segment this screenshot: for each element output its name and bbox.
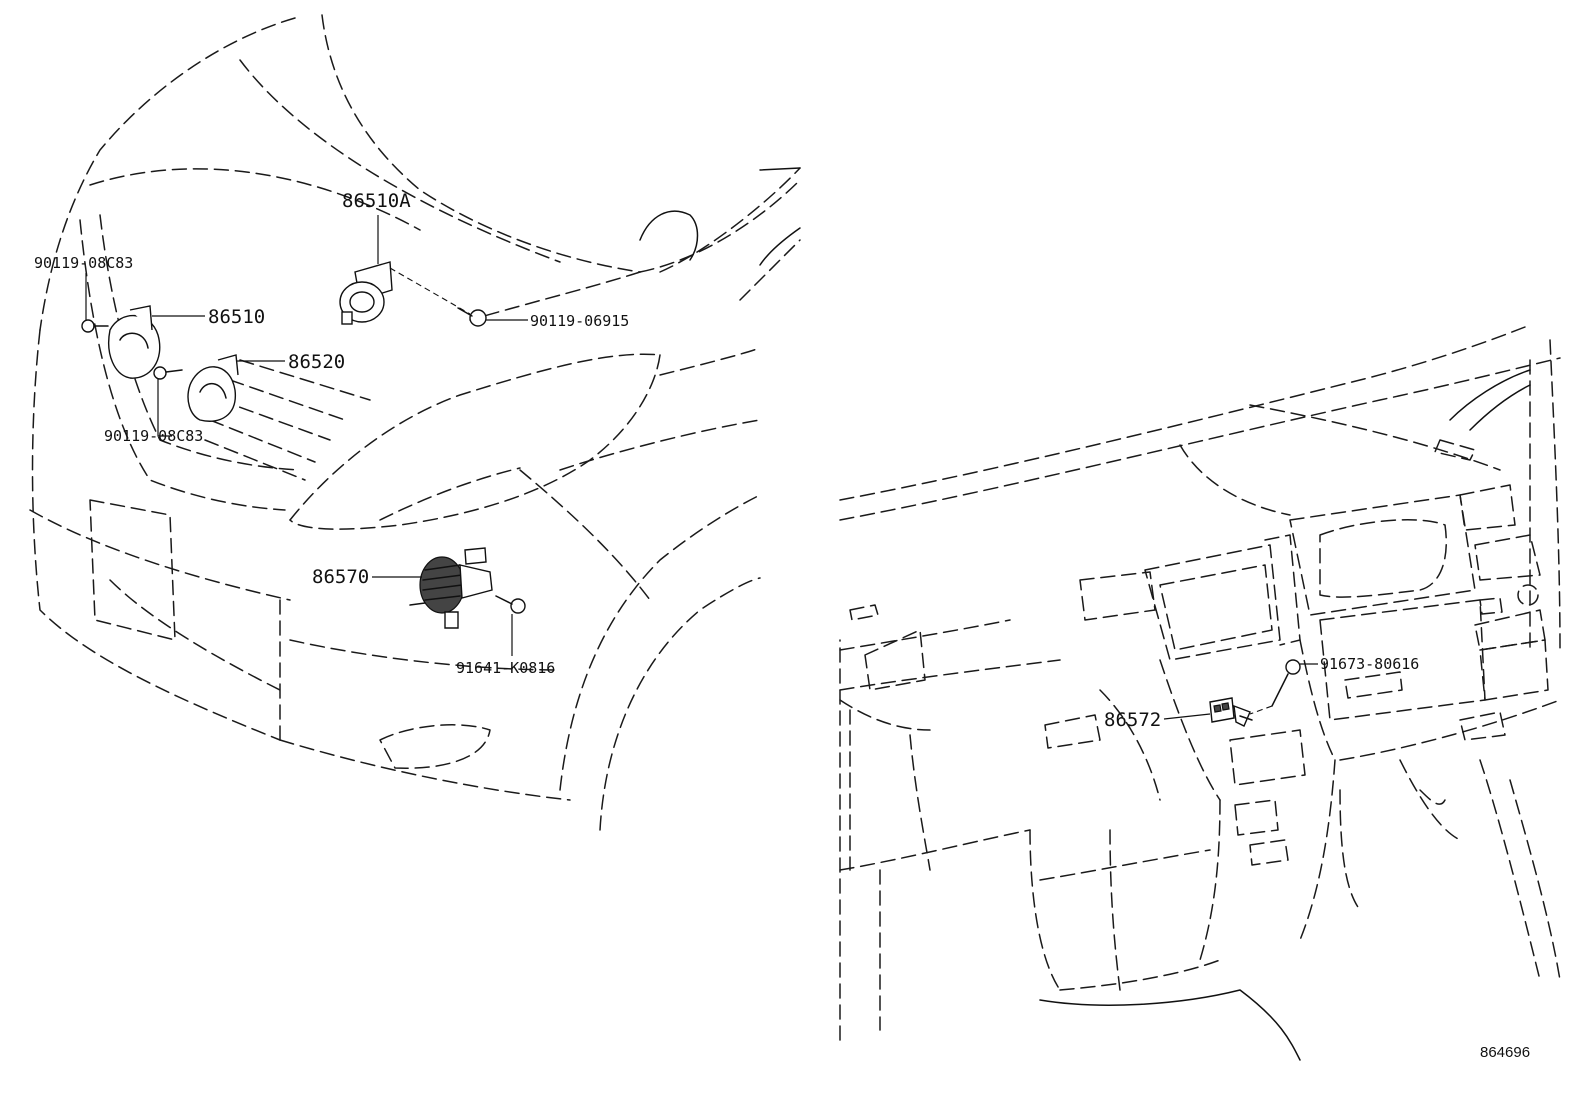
- horn-86510a-icon: [339, 261, 393, 325]
- vehicle-front-outline: [29, 14, 801, 831]
- label-90119-06915: 90119-06915: [530, 312, 629, 330]
- label-86510a: 86510A: [342, 190, 411, 212]
- horn-86510-icon: [108, 305, 161, 379]
- instrument-panel-outline: [839, 324, 1561, 1061]
- security-horn-86570-icon: [409, 547, 493, 629]
- label-90119-08c83-top: 90119-08C83: [34, 254, 133, 272]
- label-86572: 86572: [1104, 709, 1161, 731]
- label-86570: 86570: [312, 566, 369, 588]
- label-90119-08c83-bottom: 90119-08C83: [104, 427, 203, 445]
- label-91641-k0816: 91641-K0816: [456, 659, 555, 677]
- label-91673-80616: 91673-80616: [1320, 655, 1419, 673]
- relay-86572-icon: [1209, 697, 1253, 727]
- horn-86520-icon: [187, 354, 239, 422]
- bolt-91673-80616-icon: [1271, 659, 1301, 707]
- label-86510: 86510: [208, 306, 265, 328]
- bolt-90119-08c83-top-icon: [81, 319, 109, 333]
- bolt-91641-k0816-icon: [495, 595, 526, 614]
- diagram-reference-number: 864696: [1480, 1044, 1530, 1061]
- bolt-90119-06915-icon: [457, 307, 487, 327]
- leader-lines: [85, 215, 1318, 720]
- bolt-90119-08c83-bottom-icon: [153, 366, 183, 380]
- label-86520: 86520: [288, 351, 345, 373]
